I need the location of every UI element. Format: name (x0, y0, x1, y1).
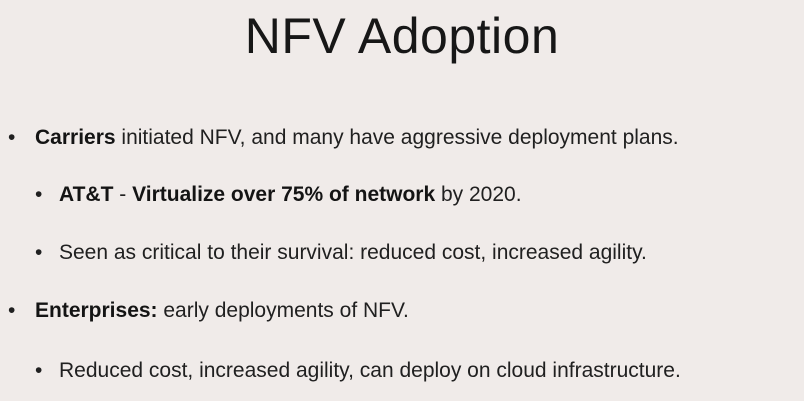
bullet-bold-text: Enterprises: (35, 299, 158, 322)
bullet-bold-text: Carriers (35, 126, 116, 149)
bullet-att: • AT&T - Virtualize over 75% of network … (35, 182, 522, 208)
slide-title: NFV Adoption (244, 8, 560, 64)
bullet-carriers: • Carriers initiated NFV, and many have … (8, 125, 679, 151)
bullet-text: Reduced cost, increased agility, can dep… (59, 359, 681, 382)
bullet-dot: • (35, 241, 43, 264)
bullet-dot: • (8, 299, 16, 322)
bullet-enterprises: • Enterprises: early deployments of NFV. (8, 298, 409, 324)
bullet-text: by 2020. (435, 183, 522, 206)
bullet-dot: • (8, 126, 16, 149)
bullet-critical: • Seen as critical to their survival: re… (35, 240, 647, 266)
bullet-dot: • (35, 359, 43, 382)
bullet-text: early deployments of NFV. (157, 299, 409, 322)
bullet-text: initiated NFV, and many have aggressive … (115, 126, 679, 149)
bullet-reduced-cost: • Reduced cost, increased agility, can d… (35, 358, 681, 384)
bullet-bold-text-2: Virtualize over 75% of network (132, 183, 436, 206)
bullet-dot: • (35, 183, 43, 206)
bullet-text: Seen as critical to their survival: redu… (59, 241, 647, 264)
bullet-bold-text: AT&T (59, 183, 114, 206)
bullet-separator: - (113, 183, 133, 206)
